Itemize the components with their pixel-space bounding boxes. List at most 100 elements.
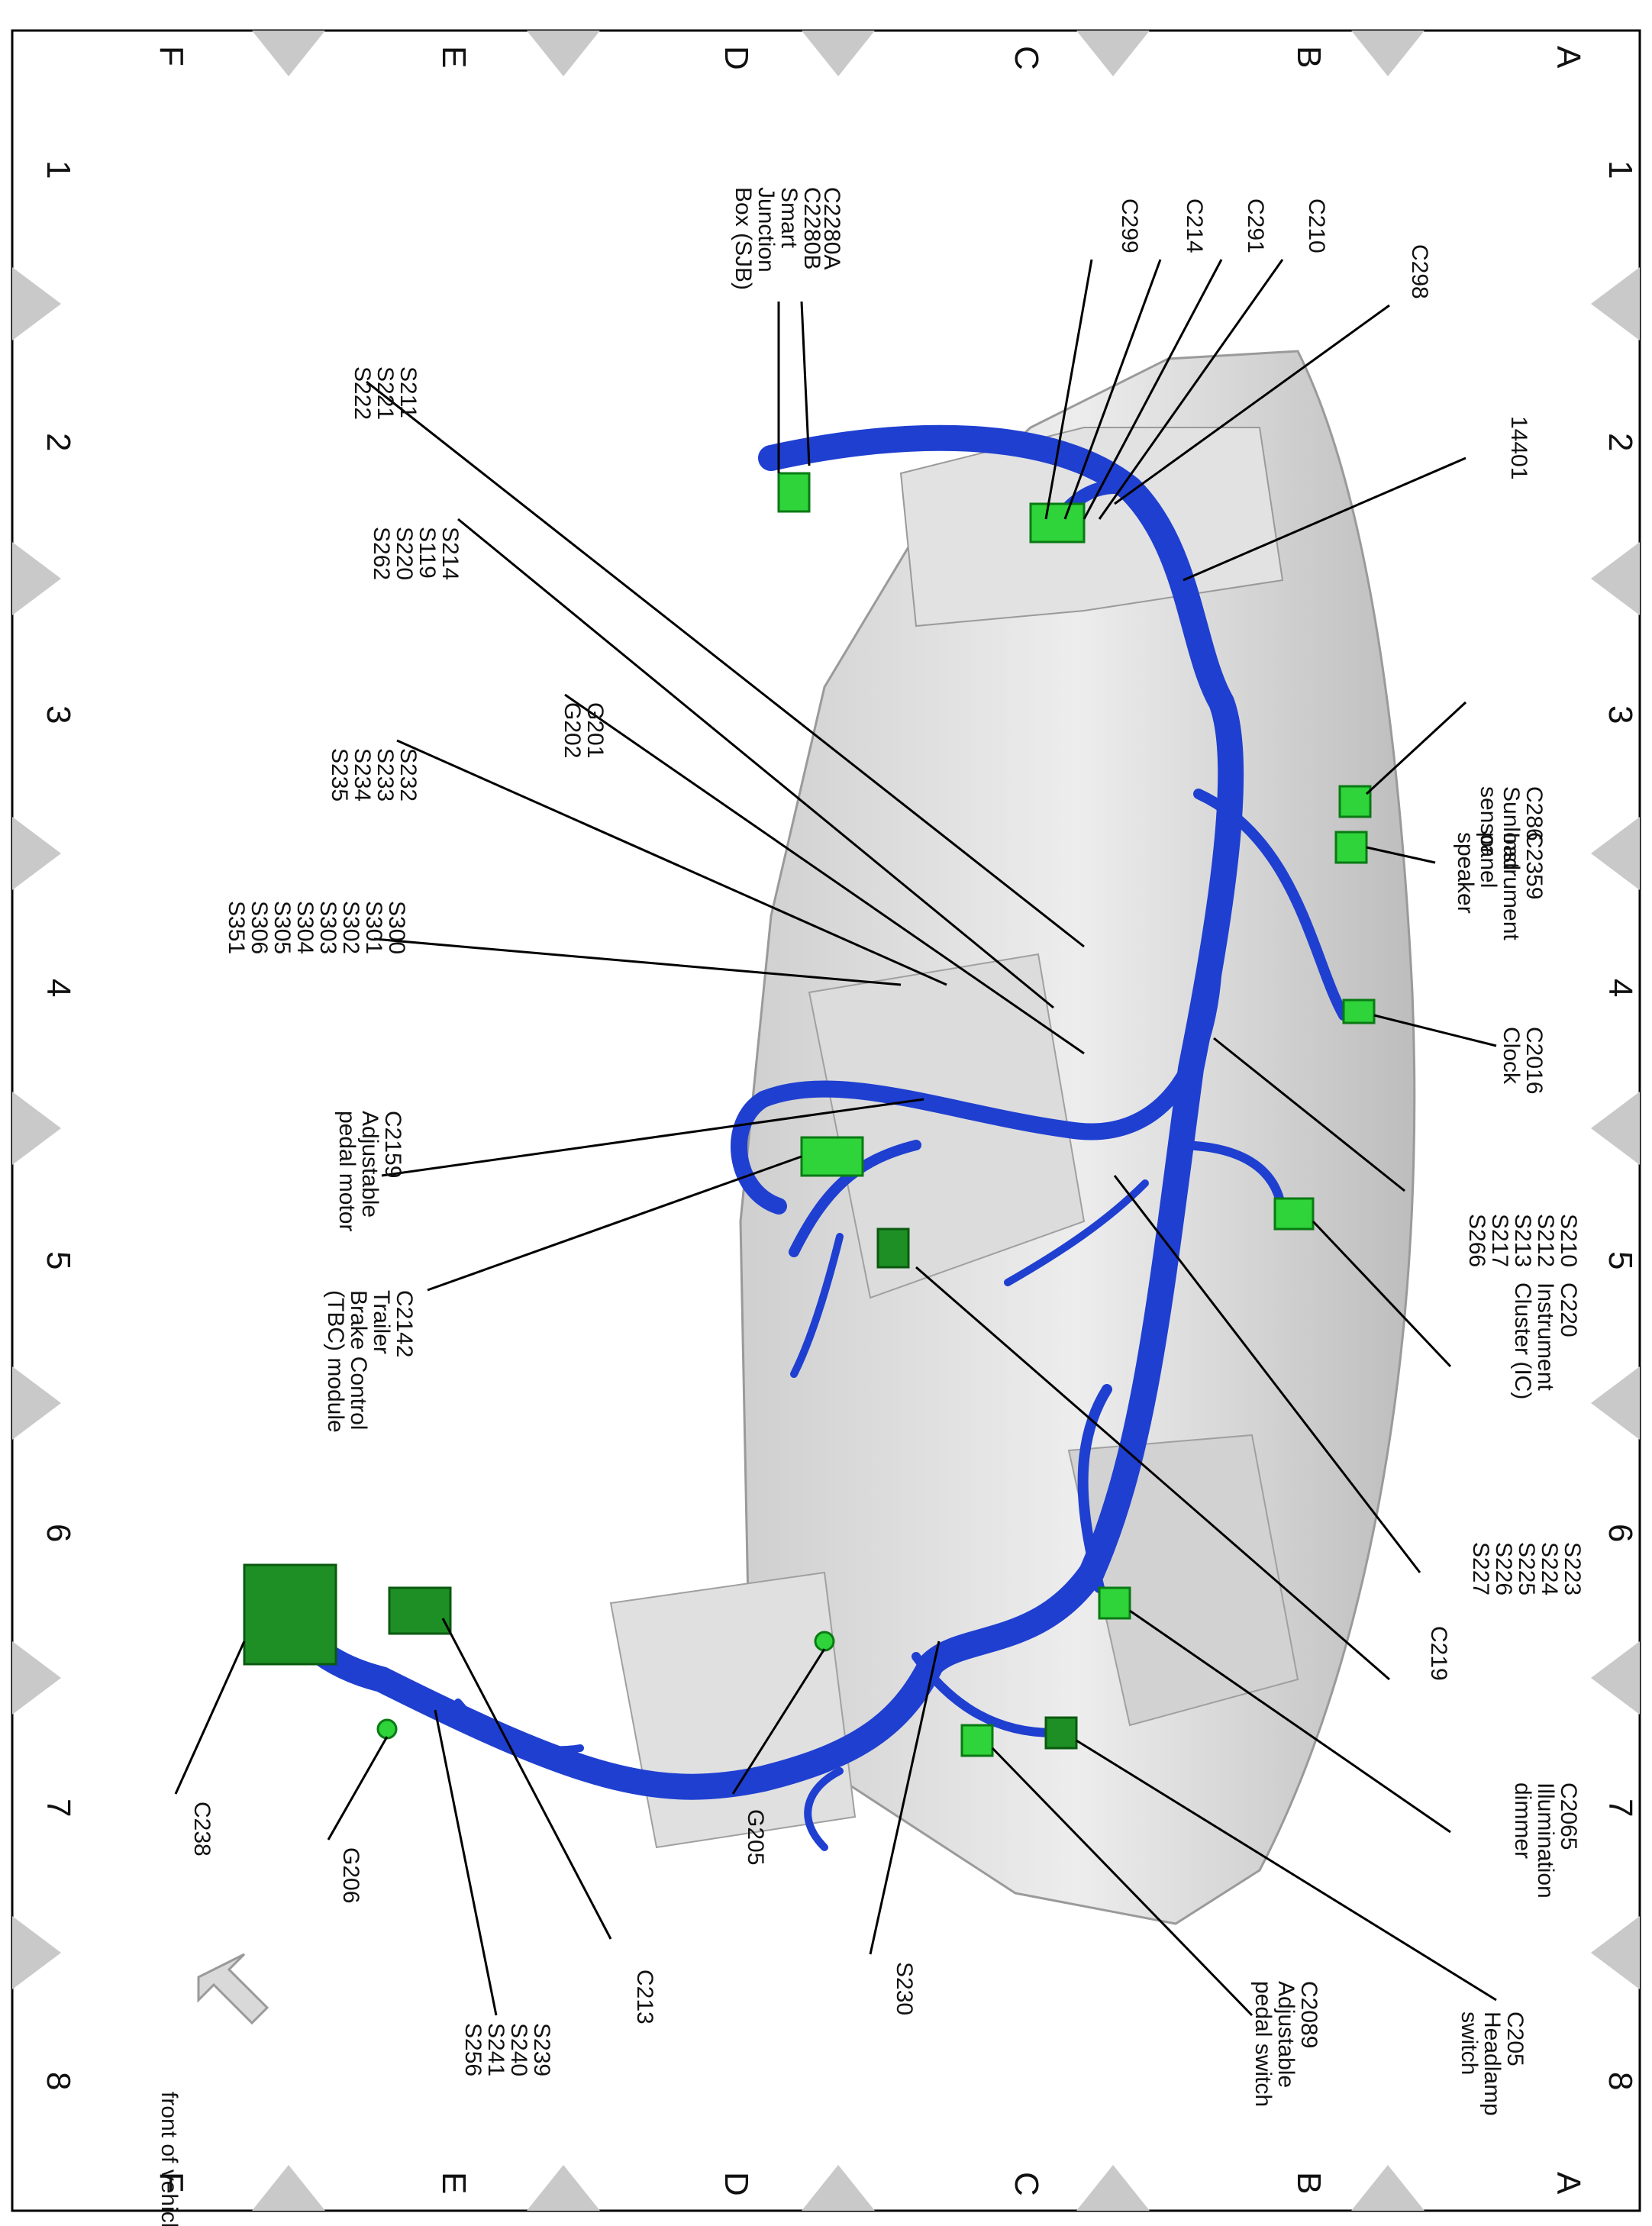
column-number-right: 7 bbox=[1602, 1799, 1639, 1817]
callout-c2280b-sjb-line: C2280B bbox=[799, 187, 824, 269]
callout-s214-line: S214 bbox=[437, 527, 463, 580]
connector-c2280 bbox=[777, 472, 811, 513]
column-number-right: 8 bbox=[1602, 2072, 1639, 2090]
connectors bbox=[243, 472, 1376, 1757]
callout-s300-line: S302 bbox=[338, 901, 363, 954]
connector-c2089 bbox=[960, 1724, 994, 1757]
row-letter-top: E bbox=[435, 46, 473, 68]
callout-s300-line: S351 bbox=[224, 901, 249, 954]
callout-c2142-line: (TBC) module bbox=[323, 1290, 348, 1433]
connector-c2359 bbox=[1334, 831, 1368, 864]
callout-s232-line: S234 bbox=[350, 748, 375, 802]
callout-s214-line: S119 bbox=[415, 527, 440, 579]
callout-s300-line: S304 bbox=[292, 901, 318, 954]
row-letter-top: B bbox=[1290, 46, 1328, 68]
callout-c2280a-line: C2280A bbox=[819, 187, 844, 269]
column-number-left: 6 bbox=[40, 1524, 77, 1542]
callout-c205-line: switch bbox=[1457, 2011, 1482, 2075]
column-number-right: 5 bbox=[1602, 1251, 1639, 1269]
callout-g201-line: G201 bbox=[582, 702, 608, 758]
callout-s223-line: S225 bbox=[1514, 1542, 1539, 1595]
column-number-right: 4 bbox=[1602, 979, 1639, 997]
callout-c286-line: Sunload bbox=[1499, 786, 1524, 870]
callout-s230-line: S230 bbox=[892, 1962, 917, 2015]
column-number-left: 4 bbox=[40, 979, 77, 997]
front-arrow-icon bbox=[197, 1953, 269, 2025]
connector-c2065 bbox=[1098, 1586, 1131, 1620]
callout-s211-line: S211 bbox=[395, 366, 421, 418]
connector-c2142 bbox=[800, 1136, 864, 1177]
callout-c2142-line: C2142 bbox=[392, 1290, 417, 1357]
callout-g201-line: G202 bbox=[560, 702, 585, 758]
callout-s223-line: S227 bbox=[1468, 1542, 1493, 1595]
callout-c299-line: C299 bbox=[1117, 198, 1142, 253]
callout-s211-line: S221 bbox=[373, 366, 398, 420]
callout-c220-line: C220 bbox=[1556, 1282, 1581, 1337]
column-number-left: 5 bbox=[40, 1251, 77, 1269]
callout-c286-line: C286 bbox=[1521, 786, 1547, 841]
callout-s210-line: S213 bbox=[1510, 1214, 1535, 1267]
callout-c298-line: C298 bbox=[1407, 244, 1432, 299]
callout-c286-line: sensor bbox=[1476, 786, 1501, 855]
column-number-left: 3 bbox=[40, 705, 77, 724]
connector-c286 bbox=[1338, 785, 1372, 818]
callout-s300-line: S305 bbox=[269, 901, 295, 954]
front-of-vehicle-indicator: front of vehicle bbox=[156, 1953, 269, 2226]
column-number-right: 1 bbox=[1602, 160, 1639, 179]
callout-c2159-line: C2159 bbox=[380, 1111, 405, 1178]
callout-c2089-line: pedal switch bbox=[1250, 1981, 1276, 2107]
callout-s210-line: S266 bbox=[1464, 1214, 1489, 1267]
callout-c2089-line: C2089 bbox=[1296, 1981, 1321, 2048]
row-letter-bottom: F bbox=[153, 2172, 190, 2192]
column-number-left: 8 bbox=[40, 2072, 77, 2090]
callout-s232-line: S235 bbox=[327, 748, 352, 802]
callout-h14401-line: 14401 bbox=[1506, 416, 1531, 479]
callout-s223-line: S224 bbox=[1537, 1542, 1562, 1595]
row-letter-top: A bbox=[1550, 46, 1587, 69]
column-number-left: 7 bbox=[40, 1799, 77, 1817]
callout-c2280b-sjb-line: Junction bbox=[753, 187, 779, 273]
callout-c219-line: C219 bbox=[1426, 1626, 1451, 1681]
callout-s210-line: S217 bbox=[1487, 1214, 1512, 1267]
callout-c2359-line: speaker bbox=[1453, 832, 1478, 914]
callout-c2280b-sjb-line: Smart bbox=[776, 187, 802, 249]
row-letter-bottom: E bbox=[435, 2172, 473, 2194]
column-number-left: 2 bbox=[40, 433, 77, 451]
callout-s300-line: S306 bbox=[247, 901, 272, 954]
callout-c2089-line: Adjustable bbox=[1273, 1981, 1299, 2088]
callout-c220-line: Cluster (IC) bbox=[1510, 1282, 1535, 1399]
row-letter-bottom: C bbox=[1008, 2172, 1045, 2196]
callout-c291-line: C291 bbox=[1243, 198, 1268, 253]
callout-s300-line: S303 bbox=[315, 901, 340, 954]
callout-c2016-line: Clock bbox=[1499, 1027, 1524, 1085]
connector-c213 bbox=[388, 1586, 452, 1635]
callout-c220-line: Instrument bbox=[1533, 1282, 1558, 1391]
callout-s239-line: S256 bbox=[460, 2023, 486, 2076]
callout-c210-line: C210 bbox=[1304, 198, 1329, 253]
callout-c2359-line: panel bbox=[1476, 832, 1501, 888]
column-number-right: 2 bbox=[1602, 433, 1639, 451]
connector-c291-group bbox=[1029, 502, 1086, 544]
front-of-vehicle-label: front of vehicle bbox=[156, 2092, 182, 2226]
callout-c238-line: C238 bbox=[189, 1802, 215, 1857]
row-letter-top: C bbox=[1008, 46, 1045, 70]
connector-c2016 bbox=[1342, 998, 1376, 1024]
leader-lines bbox=[174, 259, 1497, 2017]
callout-c2280b-sjb-line: Box (SJB) bbox=[731, 187, 756, 290]
callout-c2065-line: C2065 bbox=[1556, 1782, 1581, 1850]
connector-c205 bbox=[1044, 1716, 1078, 1750]
callout-s223-line: S226 bbox=[1491, 1542, 1516, 1595]
callout-s210-line: S212 bbox=[1533, 1214, 1558, 1267]
column-number-right: 3 bbox=[1602, 705, 1639, 724]
callout-s211-line: S222 bbox=[350, 366, 375, 420]
callout-s300-line: S301 bbox=[361, 901, 386, 954]
callout-c2065-line: Illumination bbox=[1533, 1782, 1558, 1899]
callout-c2159-line: pedal motor bbox=[334, 1111, 360, 1231]
column-number-right: 6 bbox=[1602, 1524, 1639, 1542]
callout-g205-line: G205 bbox=[743, 1809, 768, 1865]
